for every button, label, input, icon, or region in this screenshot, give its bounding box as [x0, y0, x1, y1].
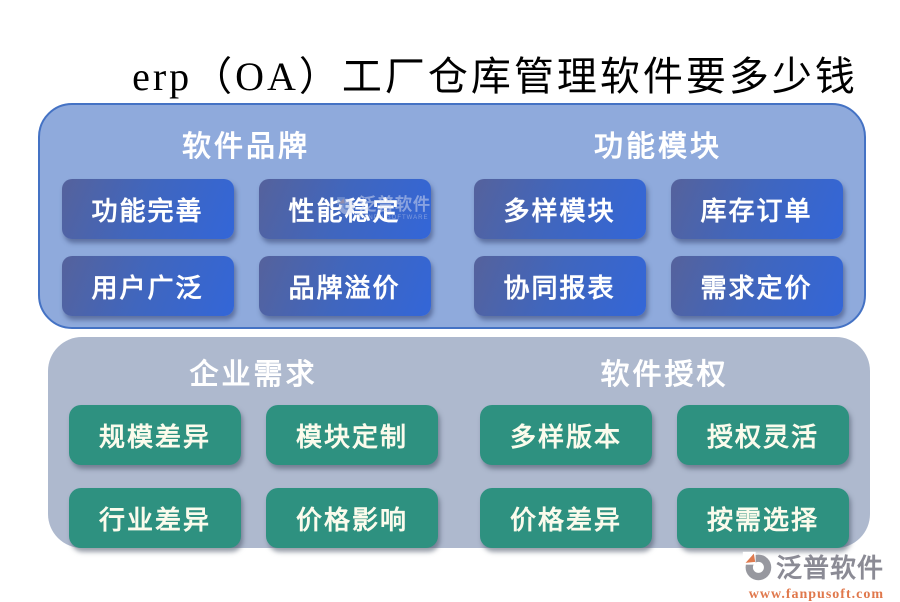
tag-price-impact[interactable]: 价格影响	[266, 488, 438, 548]
tag-scale-difference[interactable]: 规模差异	[69, 405, 241, 465]
tag-multiple-versions[interactable]: 多样版本	[480, 405, 652, 465]
tag-diverse-modules[interactable]: 多样模块	[473, 179, 646, 239]
tag-stable-performance[interactable]: 性能稳定	[258, 179, 431, 239]
section-software-brand: 软件品牌 功能完善 性能稳定 用户广泛 品牌溢价	[40, 105, 452, 327]
section-function-modules: 功能模块 多样模块 库存订单 协同报表 需求定价	[452, 105, 864, 327]
tag-demand-pricing[interactable]: 需求定价	[670, 256, 843, 316]
tag-brand-premium[interactable]: 品牌溢价	[258, 256, 431, 316]
fanpu-logo-icon	[741, 550, 774, 587]
section-header-software-brand: 软件品牌	[181, 131, 310, 163]
section-software-licensing: 软件授权 多样版本 授权灵活 价格差异 按需选择	[459, 337, 870, 548]
tag-module-customization[interactable]: 模块定制	[266, 405, 438, 465]
tag-feature-complete[interactable]: 功能完善	[61, 179, 234, 239]
tag-inventory-orders[interactable]: 库存订单	[670, 179, 843, 239]
section-enterprise-needs: 企业需求 规模差异 模块定制 行业差异 价格影响	[48, 337, 459, 548]
tag-price-difference[interactable]: 价格差异	[480, 488, 652, 548]
panel-needs-and-licensing: 企业需求 规模差异 模块定制 行业差异 价格影响 软件授权 多样版本 授权灵活 …	[48, 337, 870, 548]
tag-wide-user-base[interactable]: 用户广泛	[61, 256, 234, 316]
section-header-software-licensing: 软件授权	[600, 359, 729, 391]
fanpu-logo-brand-text: 泛普软件	[775, 553, 884, 583]
tag-industry-difference[interactable]: 行业差异	[69, 488, 241, 548]
section-header-enterprise-needs: 企业需求	[189, 359, 318, 391]
tag-on-demand-selection[interactable]: 按需选择	[677, 488, 849, 548]
page-title: erp（OA）工厂仓库管理软件要多少钱	[132, 54, 858, 99]
section-header-function-modules: 功能模块	[593, 131, 722, 163]
panel-software-brand-and-modules: 软件品牌 功能完善 性能稳定 用户广泛 品牌溢价 功能模块 多样模块 库存订单 …	[38, 103, 866, 329]
fanpu-logo-url: www.fanpusoft.com	[748, 587, 884, 602]
tag-collaborative-reports[interactable]: 协同报表	[473, 256, 646, 316]
fanpu-logo: 泛普软件 www.fanpusoft.com	[704, 550, 884, 602]
tag-flexible-licensing[interactable]: 授权灵活	[677, 405, 849, 465]
